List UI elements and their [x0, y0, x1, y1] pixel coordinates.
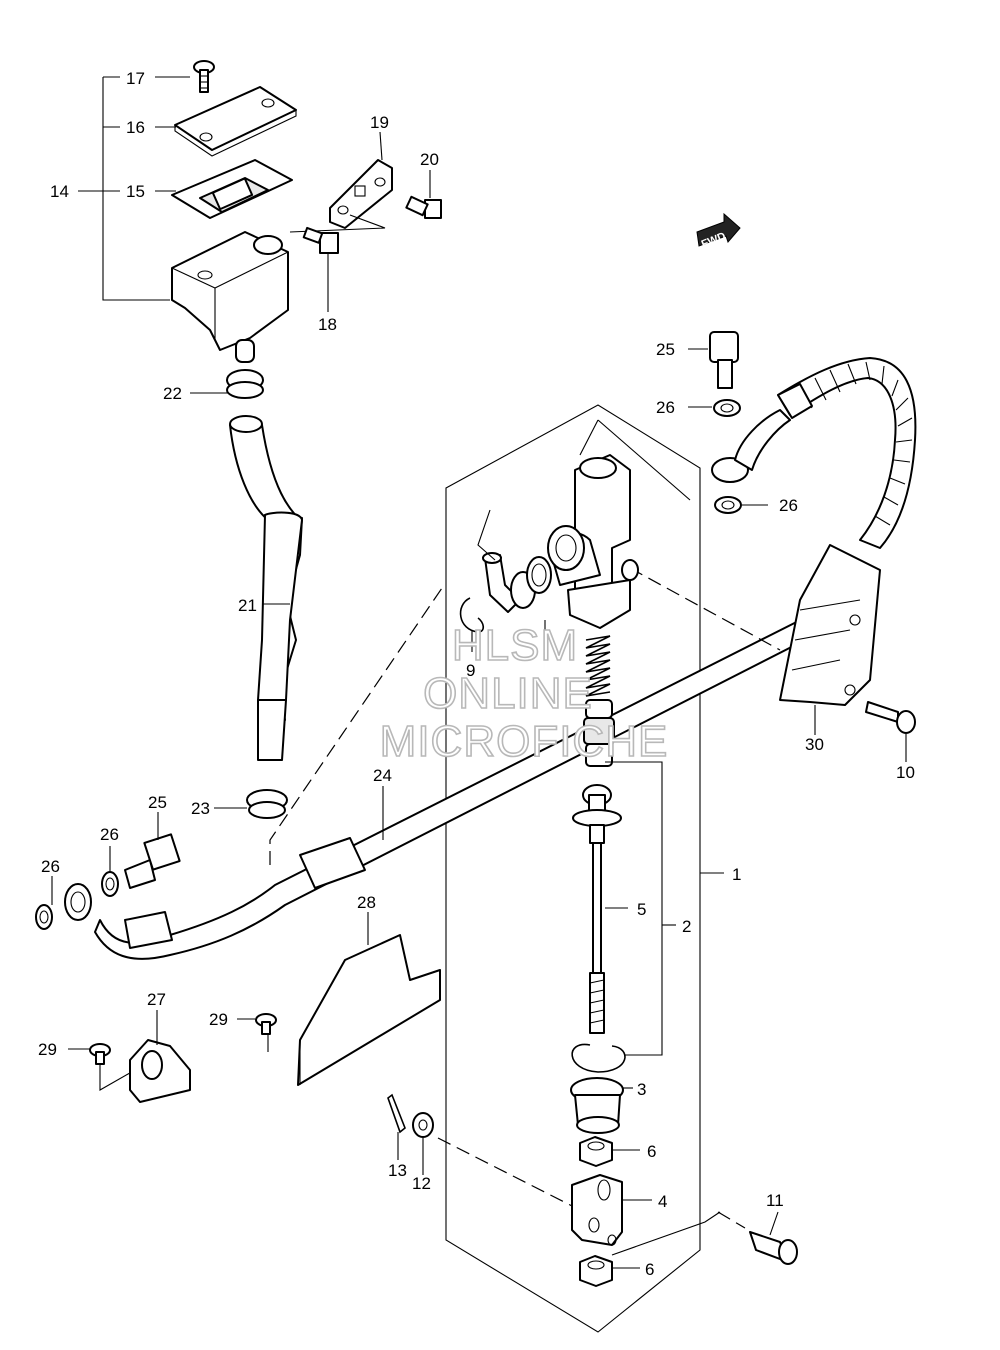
label-13: 13	[388, 1161, 407, 1180]
label-15: 15	[126, 182, 145, 201]
label-28: 28	[357, 893, 376, 912]
circlip-9	[459, 597, 485, 633]
bolt-25-right	[709, 331, 739, 389]
label-26-left-b: 26	[100, 825, 119, 844]
assembly-frame	[445, 404, 701, 1333]
corrugated-hose	[777, 357, 917, 549]
clamp-22	[226, 369, 264, 399]
screw-29-a	[255, 1013, 277, 1035]
reservoir-hose	[229, 424, 301, 521]
master-cylinder-body	[547, 454, 639, 629]
label-14: 14	[50, 182, 69, 201]
bolt-18	[302, 226, 339, 254]
washer-26-left-a	[35, 904, 53, 930]
label-20: 20	[420, 150, 439, 169]
guard-28	[297, 934, 441, 1086]
bolt-20	[405, 195, 442, 219]
bracket-19	[329, 159, 393, 229]
banjo-left	[64, 883, 92, 921]
label-25-left: 25	[148, 793, 167, 812]
label-5: 5	[637, 900, 646, 919]
cotter-pin-13	[387, 1093, 406, 1134]
piston	[583, 699, 615, 767]
label-10: 10	[896, 763, 915, 782]
clamp-23	[246, 789, 288, 819]
label-1: 1	[732, 865, 741, 884]
label-26-right-a: 26	[656, 398, 675, 417]
washer-26-left-b	[101, 871, 119, 897]
label-26-right-b: 26	[779, 496, 798, 515]
watermark-line2: ONLINE	[423, 669, 593, 718]
label-22: 22	[163, 384, 182, 403]
push-rod	[572, 784, 622, 1034]
screw-29-b	[89, 1043, 111, 1065]
label-23: 23	[191, 799, 210, 818]
label-29-a: 29	[209, 1010, 228, 1029]
hose-joint	[482, 552, 552, 613]
screw-10	[865, 701, 916, 734]
banjo-right	[711, 409, 791, 483]
boot-3	[570, 1077, 624, 1134]
reservoir-assembly	[171, 60, 297, 363]
label-18: 18	[318, 315, 337, 334]
label-24: 24	[373, 766, 392, 785]
nut-6-lower	[579, 1255, 613, 1287]
label-27: 27	[147, 990, 166, 1009]
label-21: 21	[238, 596, 257, 615]
label-16: 16	[126, 118, 145, 137]
bracket-30	[779, 544, 881, 706]
label-30: 30	[805, 735, 824, 754]
reservoir-cap	[174, 86, 297, 151]
label-12: 12	[412, 1174, 431, 1193]
watermark-line3: MICROFICHE	[380, 717, 669, 766]
label-6-upper: 6	[647, 1142, 656, 1161]
washer-26-right-b	[714, 496, 742, 514]
label-26-left-a: 26	[41, 857, 60, 876]
watermark: HLSM ONLINE MICROFICHE	[379, 620, 669, 767]
spring	[585, 635, 611, 697]
label-19: 19	[370, 113, 389, 132]
label-3: 3	[637, 1080, 646, 1099]
bolt-25-left	[124, 833, 181, 889]
pin-11	[749, 1231, 798, 1265]
label-25-right: 25	[656, 340, 675, 359]
label-2: 2	[682, 917, 691, 936]
label-17: 17	[126, 69, 145, 88]
clamp-27	[129, 1039, 191, 1103]
label-6-lower: 6	[645, 1260, 654, 1279]
label-9: 9	[466, 661, 475, 680]
label-4: 4	[658, 1192, 667, 1211]
circlip-2	[571, 1043, 626, 1073]
label-29-b: 29	[38, 1040, 57, 1059]
screw-17	[193, 60, 215, 93]
clevis-4	[571, 1174, 623, 1246]
fwd-direction-marker: FWD	[696, 212, 741, 251]
label-11: 11	[766, 1191, 784, 1210]
washer-12	[412, 1112, 434, 1138]
watermark-line1: HLSM	[452, 621, 578, 670]
nut-6-upper	[579, 1136, 613, 1167]
washer-26-right-a	[713, 399, 741, 417]
